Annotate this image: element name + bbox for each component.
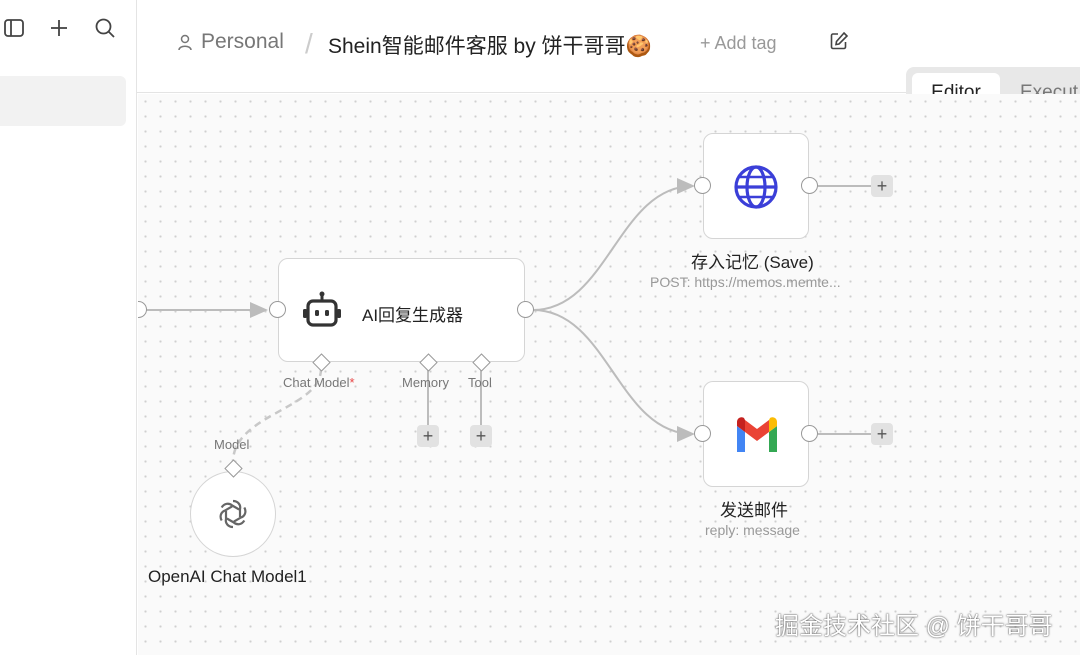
save-node-subtitle: POST: https://memos.memte... bbox=[650, 274, 841, 290]
chat-model-label: Chat Model* bbox=[283, 375, 355, 390]
workflow-canvas[interactable]: AI回复生成器 Chat Model* Memory Tool + + + 存入… bbox=[138, 94, 1080, 655]
node-ai-reply-generator[interactable]: AI回复生成器 bbox=[278, 258, 525, 362]
add-memory-button[interactable]: + bbox=[417, 425, 439, 447]
mail-node-subtitle: reply: message bbox=[705, 522, 800, 538]
robot-icon bbox=[302, 291, 342, 334]
save-input-port[interactable] bbox=[694, 177, 711, 194]
node-save-memory[interactable] bbox=[703, 133, 809, 239]
globe-icon bbox=[733, 164, 779, 215]
watermark: 掘金技术社区 @ 饼干哥哥 bbox=[775, 613, 1053, 640]
search-icon[interactable] bbox=[93, 16, 117, 40]
node-openai-chat-model[interactable] bbox=[190, 471, 276, 557]
project-name: Personal bbox=[201, 30, 284, 53]
add-tag-button[interactable]: + Add tag bbox=[700, 33, 777, 53]
node-send-email[interactable] bbox=[703, 381, 809, 487]
workflow-name[interactable]: Shein智能邮件客服 by 饼干哥哥🍪 bbox=[328, 35, 652, 58]
add-tool-button[interactable]: + bbox=[470, 425, 492, 447]
memory-label: Memory bbox=[402, 375, 449, 390]
add-icon[interactable] bbox=[47, 16, 71, 40]
edit-note-icon[interactable] bbox=[829, 31, 851, 53]
user-icon bbox=[178, 34, 192, 51]
mail-input-port[interactable] bbox=[694, 425, 711, 442]
node-title: AI回复生成器 bbox=[362, 306, 464, 325]
connections bbox=[138, 178, 871, 463]
add-after-save-button[interactable]: + bbox=[871, 175, 893, 197]
sidebar bbox=[0, 0, 137, 655]
model-label: Model bbox=[214, 437, 250, 452]
toggle-sidebar-icon[interactable] bbox=[2, 16, 26, 40]
tool-label: Tool bbox=[468, 375, 492, 390]
agent-input-port[interactable] bbox=[269, 301, 286, 318]
agent-output-port[interactable] bbox=[517, 301, 534, 318]
mail-node-title: 发送邮件 bbox=[720, 501, 788, 520]
openai-icon bbox=[216, 497, 250, 536]
mail-output-port[interactable] bbox=[801, 425, 818, 442]
header: Personal / Shein智能邮件客服 by 饼干哥哥🍪 + Add ta… bbox=[137, 0, 1080, 93]
save-output-port[interactable] bbox=[801, 177, 818, 194]
add-after-mail-button[interactable]: + bbox=[871, 423, 893, 445]
connection-agent-save bbox=[532, 178, 695, 311]
breadcrumb-separator: / bbox=[305, 28, 313, 59]
connection-chat-model bbox=[231, 368, 323, 463]
connection-agent-mail bbox=[532, 309, 695, 442]
save-node-title: 存入记忆 (Save) bbox=[691, 253, 814, 272]
breadcrumb-project[interactable]: Personal bbox=[177, 30, 284, 54]
openai-node-title: OpenAI Chat Model1 bbox=[148, 567, 307, 586]
sidebar-selected-item[interactable] bbox=[0, 76, 126, 126]
gmail-icon bbox=[733, 416, 781, 457]
